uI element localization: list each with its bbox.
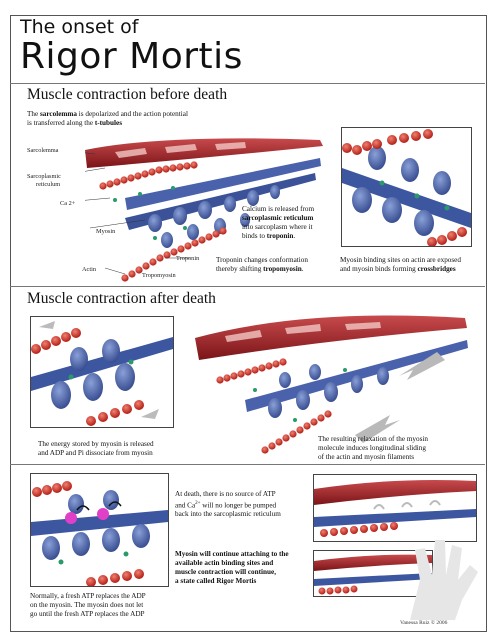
myosin-filament [125,158,321,210]
crossbridge-inset [341,127,472,247]
calcium-release-text: Calcium is released from sarcoplasmic re… [242,205,315,240]
fresh-atp-text: Normally, a fresh ATP replaces the ADP o… [30,592,146,618]
relaxation-text: The resulting relaxation of the myosin m… [318,435,428,461]
title-small: The onset of [20,16,139,38]
energy-text: The energy stored by myosin is released … [38,440,154,457]
label-reticulum-2: reticulum [36,181,61,188]
troponin-text: Troponin changes conformation thereby sh… [216,256,308,273]
title-big: Rigor Mortis [20,36,243,77]
energy-inset [30,316,174,428]
label-reticulum-1: Sarcoplasmic [27,173,61,180]
hand-watermark [410,540,478,620]
label-troponin: Troponin [176,255,200,262]
label-myosin: Myosin [96,228,116,235]
label-actin: Actin [82,266,96,273]
filament-inset [313,550,433,597]
section2-heading: Muscle contraction after death [27,290,216,307]
section1-intro: The sarcolemma is depolarized and the ac… [27,110,188,127]
sarcolemma-tube [85,138,323,168]
binding-sites-text: Myosin binding sites on actin are expose… [340,256,461,273]
label-sarcolemma: Sarcolemma [27,147,59,154]
section1-illustration [85,138,323,282]
atp-inset [30,473,169,587]
credit: Vanessa Ruiz © 2006 [400,620,448,626]
no-atp-text: At death, there is no source of ATP and … [175,490,281,519]
divider-2 [10,286,485,287]
section1-heading: Muscle contraction before death [27,86,228,103]
section2-illustration [195,315,468,454]
divider-1 [10,83,485,84]
divider-3 [10,464,485,465]
sarcolemma-inset [313,474,477,542]
label-tropomyosin: Tropomyosin [142,272,176,279]
rigor-mortis-text: Myosin will continue attaching to the av… [175,550,289,585]
label-calcium: Ca 2+ [60,200,76,207]
